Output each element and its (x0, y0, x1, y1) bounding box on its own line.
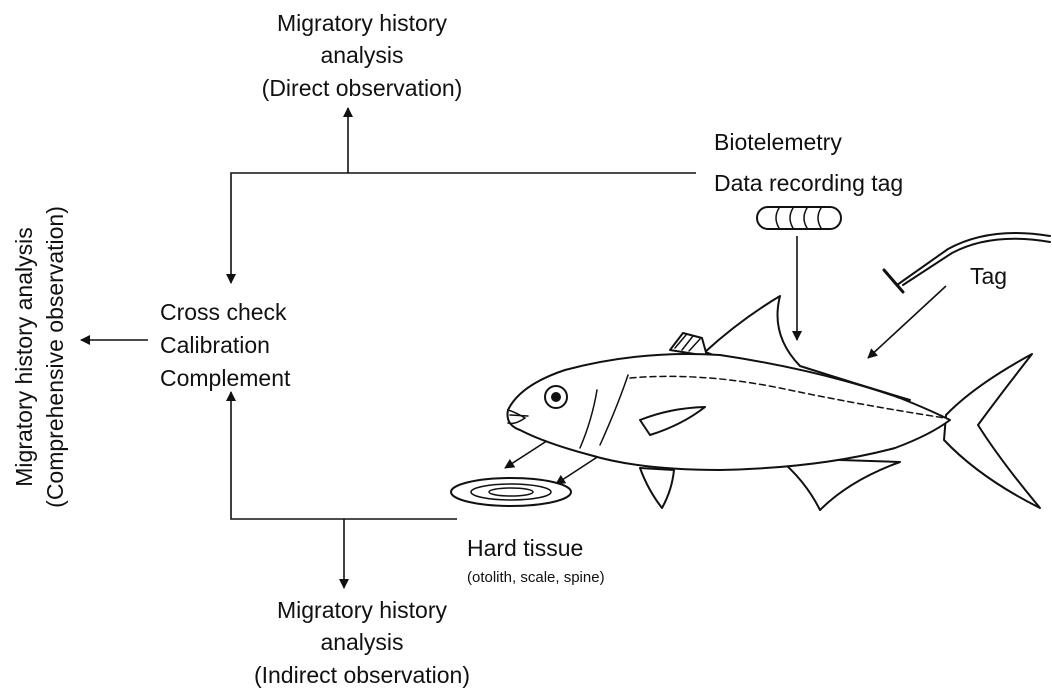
otolith-icon (451, 478, 571, 506)
direct-observation-label: Migratory history analysis (Direct obser… (262, 10, 463, 101)
svg-text:(Direct observation): (Direct observation) (262, 75, 463, 101)
svg-text:Calibration: Calibration (160, 332, 270, 358)
bottom-bracket-arrow (231, 392, 457, 519)
svg-text:Migratory history: Migratory history (277, 597, 447, 623)
svg-text:Data recording tag: Data recording tag (714, 170, 903, 196)
biotelemetry-label: Biotelemetry Data recording tag (714, 129, 903, 196)
comprehensive-observation-label: Migratory history analysis (Comprehensiv… (11, 206, 68, 508)
hard-tissue-label: Hard tissue (otolith, scale, spine) (467, 535, 605, 586)
tag-label: Tag (970, 263, 1007, 289)
svg-text:(otolith, scale, spine): (otolith, scale, spine) (467, 569, 605, 586)
cross-check-label: Cross check Calibration Complement (160, 299, 291, 391)
t-bar-tag-icon (884, 233, 1050, 292)
svg-text:(Comprehensive observation): (Comprehensive observation) (42, 206, 68, 508)
arrow-tag-to-fish (868, 286, 946, 358)
svg-text:Migratory history: Migratory history (277, 10, 447, 36)
svg-text:analysis: analysis (320, 42, 403, 68)
svg-text:Complement: Complement (160, 365, 291, 391)
svg-text:Hard tissue: Hard tissue (467, 535, 583, 561)
fish-illustration (508, 296, 1041, 510)
top-bracket-arrow (231, 173, 696, 283)
svg-text:Migratory history analysis: Migratory history analysis (11, 227, 37, 486)
svg-text:analysis: analysis (320, 629, 403, 655)
svg-text:Cross check: Cross check (160, 299, 287, 325)
svg-text:(Indirect observation): (Indirect observation) (254, 662, 470, 688)
svg-text:Biotelemetry: Biotelemetry (714, 129, 842, 155)
data-recording-tag-icon (757, 207, 841, 229)
indirect-observation-label: Migratory history analysis (Indirect obs… (254, 597, 470, 688)
